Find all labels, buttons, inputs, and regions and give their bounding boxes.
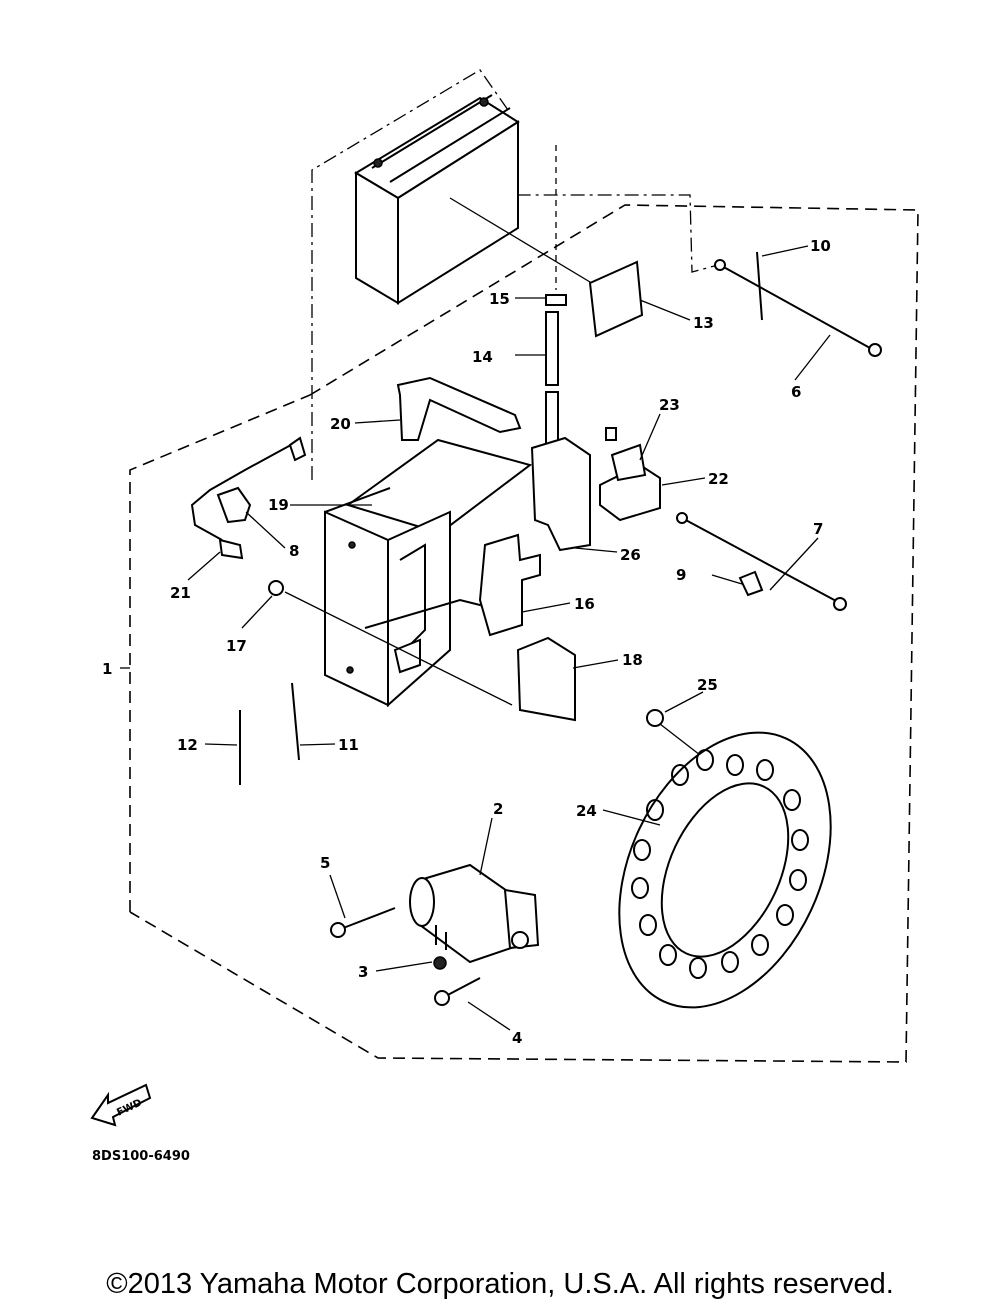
battery	[354, 94, 520, 305]
cap-15	[545, 294, 567, 306]
leader-25-line	[659, 723, 701, 756]
callout-9: 9	[676, 566, 686, 584]
hose-14	[545, 311, 559, 386]
callout-6: 6	[791, 383, 801, 401]
lead-7	[681, 517, 839, 603]
lead-6	[719, 264, 871, 349]
nut-3	[433, 956, 447, 970]
callout-14: 14	[472, 348, 493, 366]
strap-20	[396, 376, 522, 441]
callout-11: 11	[338, 736, 359, 754]
callout-19: 19	[268, 496, 289, 514]
clamp-9	[738, 570, 764, 597]
brake-disc-24	[618, 731, 832, 1009]
plate-18	[516, 636, 576, 722]
callout-24: 24	[576, 802, 597, 820]
bolt-25	[646, 709, 664, 727]
callout-1: 1	[102, 660, 112, 678]
bolt-17	[268, 580, 284, 596]
tie-11	[291, 682, 300, 761]
clamp-8	[216, 486, 252, 524]
callout-5: 5	[320, 854, 330, 872]
callout-22: 22	[708, 470, 729, 488]
pad-13	[588, 260, 644, 338]
callout-3: 3	[358, 963, 368, 981]
callout-20: 20	[330, 415, 351, 433]
assembly-boundary	[129, 204, 919, 1063]
copyright-notice: ©2013 Yamaha Motor Corporation, U.S.A. A…	[106, 1268, 894, 1300]
callout-13: 13	[693, 314, 714, 332]
callout-7: 7	[813, 520, 823, 538]
callout-4: 4	[512, 1029, 522, 1047]
callout-23: 23	[659, 396, 680, 414]
callout-8: 8	[289, 542, 299, 560]
leader-13	[449, 197, 601, 289]
cover-26	[530, 436, 591, 552]
cable-21	[190, 439, 301, 541]
callout-15: 15	[489, 290, 510, 308]
starter-motor-2	[409, 863, 540, 964]
pad-19	[345, 438, 533, 535]
drawing-code: 8DS100-6490	[92, 1149, 190, 1164]
callout-10: 10	[810, 237, 831, 255]
callout-26: 26	[620, 546, 641, 564]
hose-14-lower	[545, 391, 559, 446]
callout-12: 12	[177, 736, 198, 754]
leader-17-line	[284, 591, 513, 706]
callout-25: 25	[697, 676, 718, 694]
callout-16: 16	[574, 595, 595, 613]
callout-2: 2	[493, 800, 503, 818]
bolt-5	[337, 907, 396, 931]
bracket-16	[478, 533, 541, 637]
callout-18: 18	[622, 651, 643, 669]
fwd-arrow-icon: FWD	[90, 1083, 152, 1127]
callout-17: 17	[226, 637, 247, 655]
cable-21-terminal	[218, 538, 244, 560]
cable-21-end	[288, 436, 307, 462]
starter-relay-22	[599, 427, 661, 522]
leader-lines	[120, 245, 831, 1031]
callout-21: 21	[170, 584, 191, 602]
